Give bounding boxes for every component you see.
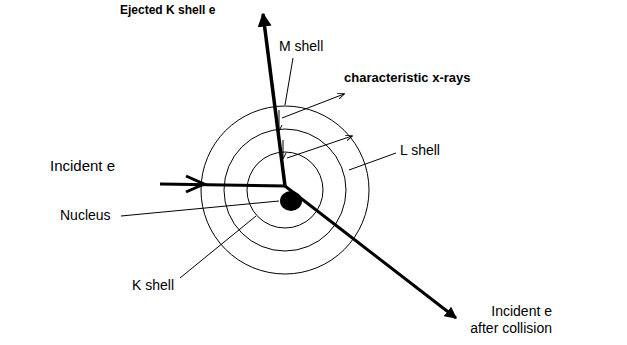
m-shell-circle [201,106,369,274]
shell-label: L shell [400,142,440,159]
transition-head [280,153,286,159]
l-shell-circle [224,129,346,251]
scattered-electron-arrow [285,186,456,318]
part-label: Nucleus [60,207,111,224]
leader-line [121,201,279,216]
k-shell-circle [247,152,323,228]
transition-line [279,110,280,130]
shell-label: K shell [132,277,174,294]
transition-line [283,140,284,158]
xray-arrow [282,94,344,118]
transition-head [276,125,282,131]
leader-line [349,153,396,170]
xray-label: characteristic x-rays [344,70,470,86]
leader-line [180,216,256,278]
particle-label: Incident e [50,157,115,175]
shell-label: M shell [279,38,323,55]
xray-arrow [287,136,352,158]
incident-electron-line [160,184,285,186]
incident-arrowhead [186,176,204,192]
nucleus-dot [280,191,302,211]
particle-label: Ejected K shell e [120,3,215,17]
leader-line [285,58,293,105]
particle-label: Incident e after collision [462,303,552,337]
